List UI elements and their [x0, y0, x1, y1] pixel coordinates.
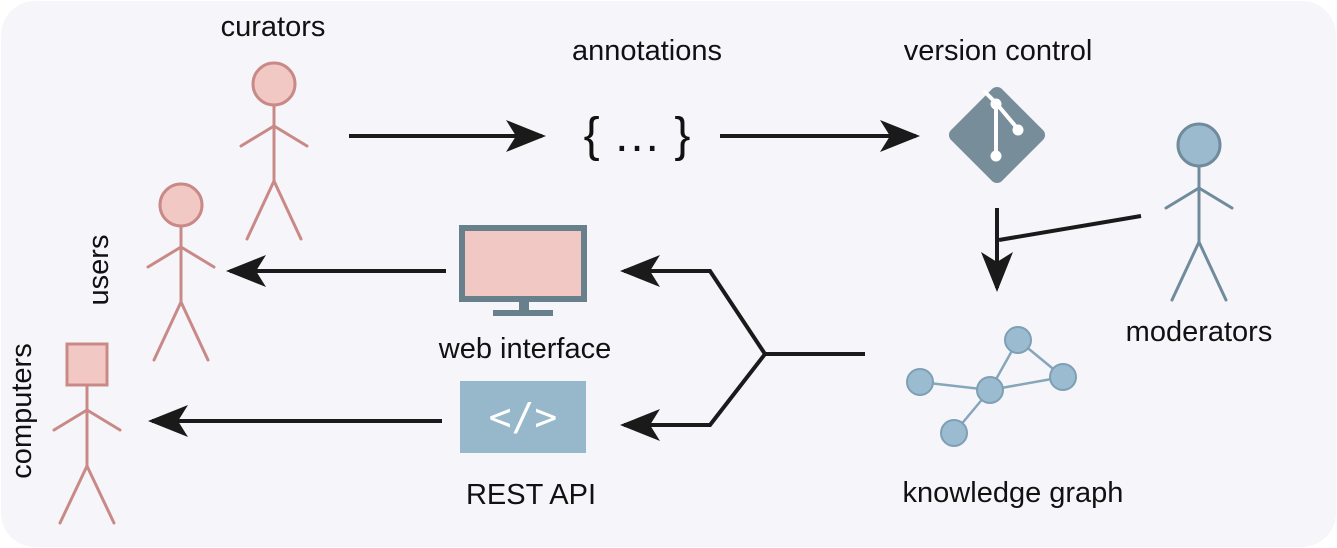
moderators-stick-figure-icon [1164, 122, 1234, 302]
rest-api-label: REST API [466, 479, 596, 511]
curators-stick-figure-icon [239, 61, 309, 241]
users-label: users [83, 235, 115, 306]
knowledge-graph-label: knowledge graph [903, 477, 1124, 509]
arrow-graph-to-web-interface [620, 255, 865, 356]
computers-label: computers [6, 343, 38, 478]
version-control-label: version control [904, 35, 1093, 67]
web-interface-label: web interface [438, 333, 612, 365]
curators-label: curators [221, 11, 326, 43]
code-icon: </> [460, 381, 586, 453]
moderators-label: moderators [1126, 316, 1273, 348]
annotation-braces-icon: { … } [584, 109, 691, 162]
code-glyph: </> [489, 395, 558, 439]
graph-network-icon [906, 326, 1077, 447]
users-stick-figure-icon [146, 182, 216, 362]
computers-box-head-figure-icon [52, 342, 122, 525]
monitor-icon [459, 225, 587, 316]
git-logo-icon [948, 86, 1046, 184]
annotations-label: annotations [572, 35, 722, 67]
moderator-review-line [998, 214, 1142, 242]
